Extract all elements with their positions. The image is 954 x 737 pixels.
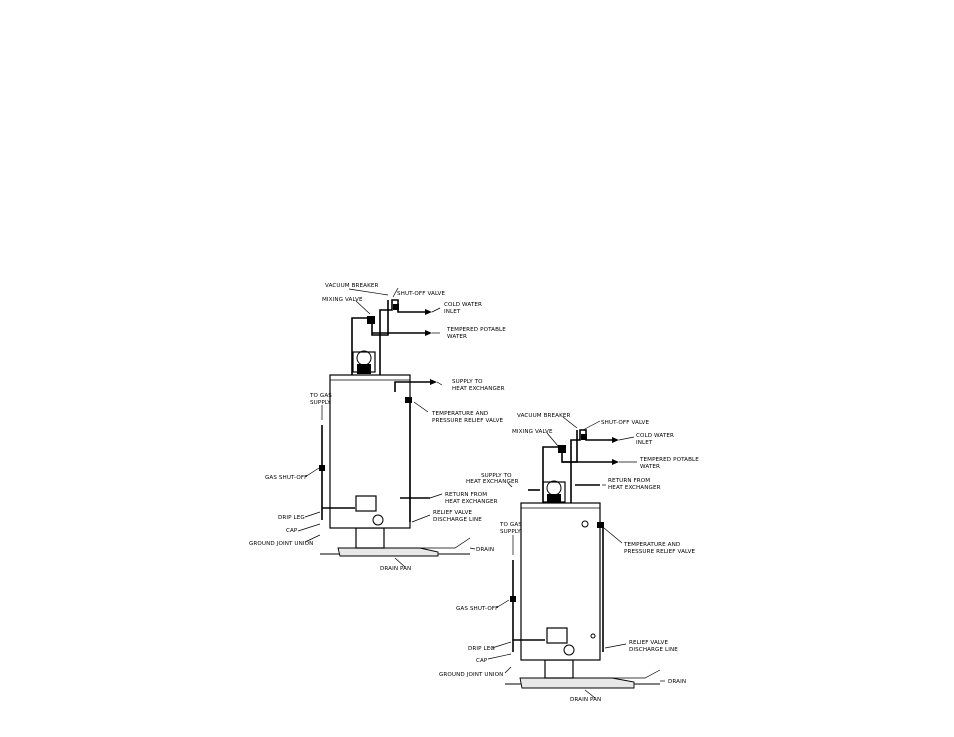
label-mixing-valve: MIXING VALVE	[512, 429, 553, 435]
label-tp-valve-2: PRESSURE RELIEF VALVE	[624, 549, 696, 555]
tank-base	[355, 527, 385, 549]
label-cold-water-2: INLET	[636, 440, 653, 446]
drain-line	[612, 669, 661, 679]
tp-valve	[405, 397, 412, 403]
diagram-left: VACUUM BREAKER SHUT-OFF VALVE MIXING VAL…	[249, 283, 506, 572]
vent-pipe	[547, 494, 561, 502]
label-cap: CAP	[476, 658, 488, 664]
label-drain: DRAIN	[476, 547, 494, 553]
label-tempered-2: WATER	[640, 464, 660, 470]
vent-pipe	[357, 364, 371, 374]
label-return-hx-1: RETURN FROM	[608, 478, 650, 484]
shutoff-valve-body	[581, 434, 587, 440]
gas-shutoff-body	[510, 596, 516, 602]
label-to-gas-2: SUPPLY	[310, 400, 331, 406]
label-tempered-1: TEMPERED POTABLE	[446, 327, 506, 333]
label-to-gas-1: TO GAS	[499, 522, 522, 528]
label-return-hx-2: HEAT EXCHANGER	[445, 499, 498, 505]
label-shutoff-valve: SHUT-OFF VALVE	[601, 420, 649, 426]
tank-drain-port	[590, 633, 596, 639]
label-tp-valve-2: PRESSURE RELIEF VALVE	[432, 418, 504, 424]
label-drip-leg: DRIP LEG	[468, 646, 495, 652]
label-relief-discharge-2: DISCHARGE LINE	[433, 517, 482, 523]
label-supply-hx-2: HEAT EXCHANGER	[466, 479, 519, 485]
supply-hx-pipe	[394, 381, 430, 392]
tempered-arrow	[612, 459, 619, 465]
label-drip-leg: DRIP LEG	[278, 515, 305, 521]
mixing-valve-body	[558, 445, 566, 453]
diagram-right: VACUUM BREAKER SHUT-OFF VALVE MIXING VAL…	[439, 413, 699, 703]
shutoff-valve-body	[393, 304, 399, 310]
drain-line	[420, 537, 471, 549]
label-supply-hx-2: HEAT EXCHANGER	[452, 386, 505, 392]
gas-shutoff-body	[319, 465, 325, 471]
mixing-valve-piping	[351, 300, 389, 375]
label-supply-hx-1: SUPPLY TO	[481, 473, 512, 479]
tempered-arrow	[425, 330, 432, 336]
label-vacuum-breaker: VACUUM BREAKER	[517, 413, 570, 419]
tank-port	[581, 520, 589, 528]
label-to-gas-1: TO GAS	[309, 393, 332, 399]
gas-control-valve	[546, 627, 568, 644]
tp-valve	[597, 522, 604, 528]
label-relief-discharge-1: RELIEF VALVE	[629, 640, 668, 646]
label-tempered-1: TEMPERED POTABLE	[639, 457, 699, 463]
label-drain-pan: DRAIN PAN	[570, 697, 601, 703]
label-cold-water-2: INLET	[444, 309, 461, 315]
supply-hx-arrow	[430, 379, 437, 385]
leader-lines-right	[487, 416, 665, 699]
label-vacuum-breaker: VACUUM BREAKER	[325, 283, 378, 289]
drain-pan	[337, 547, 439, 557]
label-return-hx-1: RETURN FROM	[445, 492, 487, 498]
label-supply-hx-1: SUPPLY TO	[452, 379, 483, 385]
label-tempered-2: WATER	[447, 334, 467, 340]
gas-control-valve	[355, 495, 377, 512]
label-gas-shutoff: GAS SHUT-OFF	[265, 475, 307, 481]
label-mixing-valve: MIXING VALVE	[322, 297, 363, 303]
tank-body	[329, 374, 411, 529]
label-cold-water-1: COLD WATER	[636, 433, 674, 439]
label-drain-pan: DRAIN PAN	[380, 566, 411, 572]
cold-inlet-arrow	[612, 437, 619, 443]
burner-access	[563, 644, 575, 656]
label-return-hx-2: HEAT EXCHANGER	[608, 485, 661, 491]
label-relief-discharge-1: RELIEF VALVE	[433, 510, 472, 516]
burner-access	[372, 514, 384, 526]
label-tp-valve-1: TEMPERATURE AND	[431, 411, 488, 417]
cold-inlet-arrow	[425, 309, 432, 315]
tank-base	[544, 659, 574, 679]
label-drain: DRAIN	[668, 679, 686, 685]
label-relief-discharge-2: DISCHARGE LINE	[629, 647, 678, 653]
mixing-valve-body	[367, 316, 375, 324]
drain-pan	[519, 677, 635, 689]
label-to-gas-2: SUPPLY	[500, 529, 521, 535]
label-gas-shutoff: GAS SHUT-OFF	[456, 606, 498, 612]
label-tp-valve-1: TEMPERATURE AND	[623, 542, 680, 548]
mixing-valve-piping	[542, 430, 578, 503]
cold-water-line	[379, 299, 425, 375]
label-shutoff-valve: SHUT-OFF VALVE	[397, 291, 445, 297]
leader-lines-left	[297, 287, 476, 568]
label-ground-joint-union: GROUND JOINT UNION	[439, 672, 503, 678]
label-cap: CAP	[286, 528, 298, 534]
label-ground-joint-union: GROUND JOINT UNION	[249, 541, 313, 547]
label-cold-water-1: COLD WATER	[444, 302, 482, 308]
